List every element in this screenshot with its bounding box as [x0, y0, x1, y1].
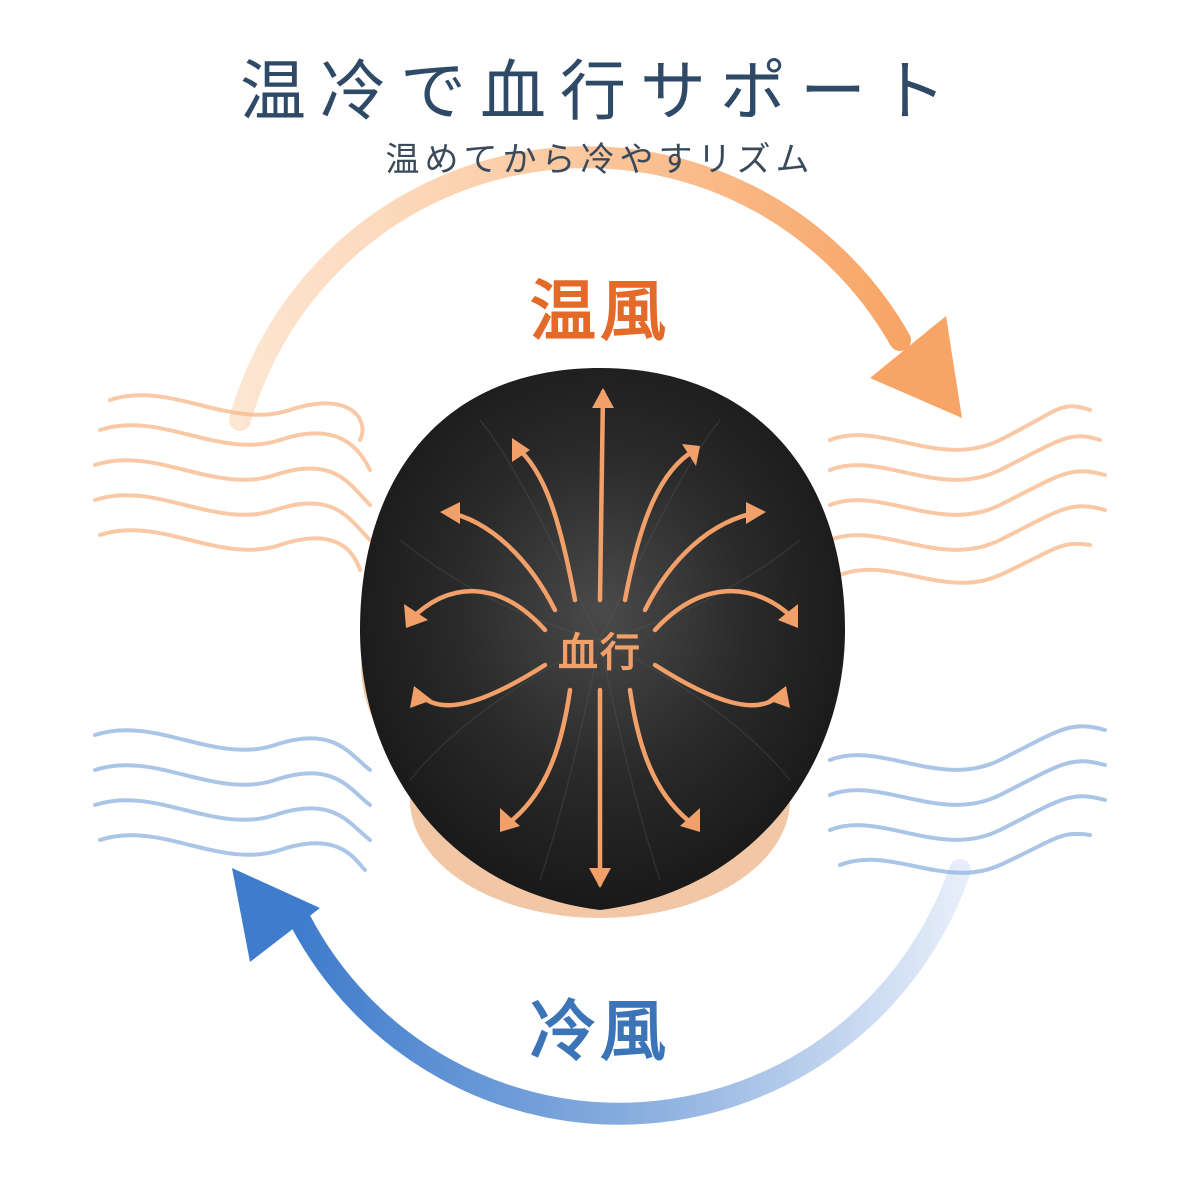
blood-flow-arrows-icon: [404, 388, 798, 888]
cool-circular-arrow-icon: [232, 859, 971, 1125]
warm-air-label: 温風: [530, 273, 670, 350]
cool-air-label: 冷風: [530, 993, 670, 1070]
warm-wave-icon: [93, 393, 1107, 585]
warm-circular-arrow-icon: [229, 146, 962, 431]
cool-wave-icon: [93, 724, 1107, 875]
page-subtitle: 温めてから冷やすリズム: [385, 140, 815, 180]
page-title: 温冷で血行サポート: [240, 53, 960, 130]
blood-flow-label: 血行: [558, 630, 642, 676]
